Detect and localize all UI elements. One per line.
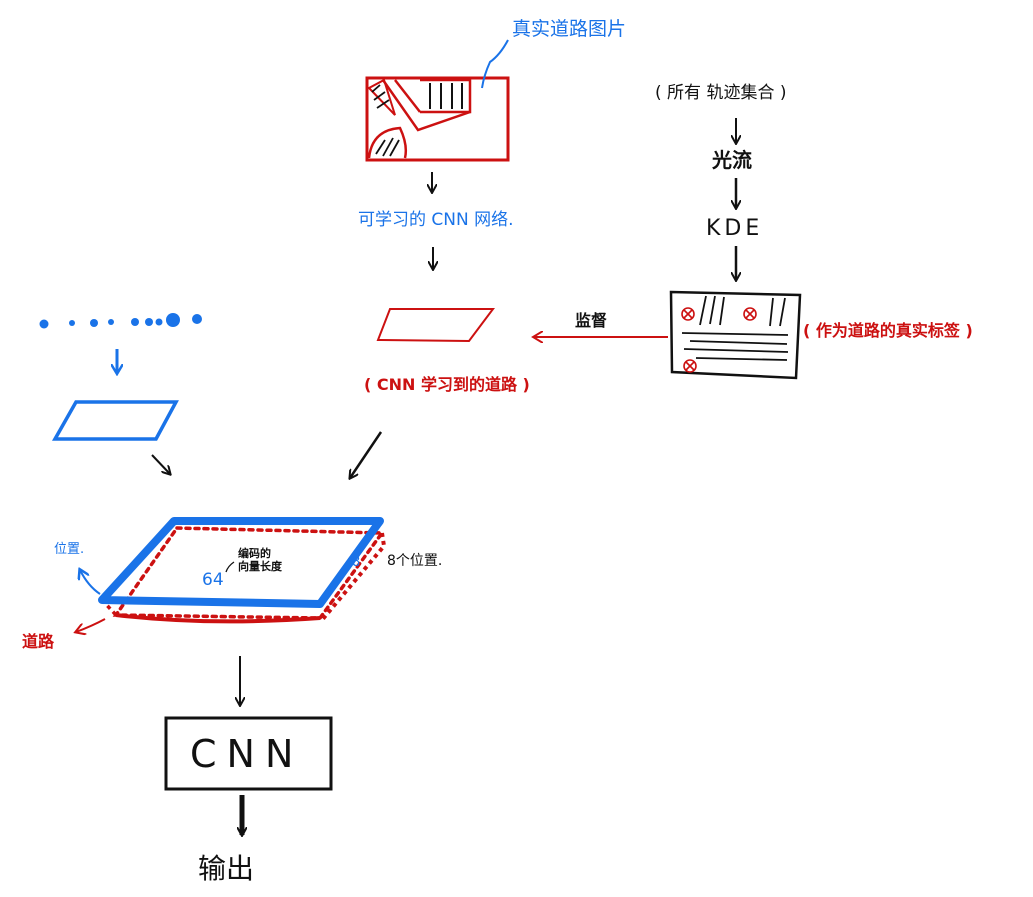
kde-label-map (669, 290, 802, 380)
real-road-image-label: 真实道路图片 (512, 18, 627, 40)
cnn-learned-road-label: ( CNN 学习到的道路 ) (364, 375, 530, 394)
true-label-label: ( 作为道路的真实标签 ) (803, 321, 973, 340)
position-label: 位置. (54, 542, 85, 557)
learnable-cnn-label: 可学习的 CNN 网络. (358, 210, 514, 230)
input-tensor (98, 517, 387, 624)
all-trajectories-label: ( 所有 轨迹集合 ) (655, 83, 787, 103)
dim-8-position-label: 8个位置. (387, 553, 443, 569)
arrow-road-to-tensor (350, 431, 383, 478)
trajectory-shape (51, 400, 179, 441)
encoding-vector-length-label: 编码的 向量长度 (238, 547, 282, 573)
optical-flow-label: 光流 (712, 148, 752, 172)
dim-8-label: 8 (352, 555, 361, 570)
trajectory-dots (39, 313, 202, 329)
road-image-pointer (481, 39, 509, 89)
output-label: 输出 (198, 852, 255, 885)
dim-64-label: 64 (202, 570, 224, 590)
cnn-box-label: CNN (190, 732, 304, 776)
supervision-label: 监督 (575, 311, 608, 330)
arrow-trajectory-to-tensor (151, 454, 170, 474)
kde-label: KDE (706, 216, 764, 241)
position-arrow (80, 570, 101, 595)
cnn-box (164, 716, 333, 791)
road-arrow (76, 618, 106, 632)
road-label: 道路 (22, 632, 55, 651)
road-image-box (365, 76, 510, 162)
learned-road-shape (376, 308, 495, 343)
